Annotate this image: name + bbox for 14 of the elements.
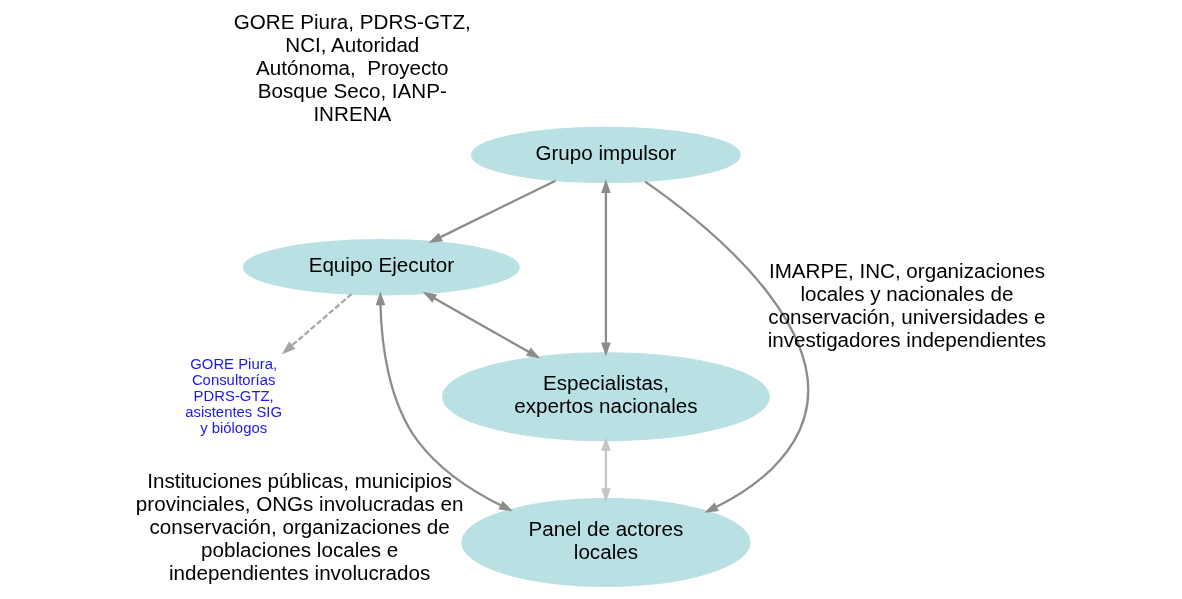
node-ellipse: Grupo impulsor (471, 126, 741, 184)
arrow (428, 179, 557, 244)
arrow (644, 180, 810, 513)
arrow (281, 293, 353, 355)
arrow (375, 291, 513, 512)
arrow (601, 437, 611, 503)
arrow (601, 179, 611, 357)
node-text: GORE Piura, Consultorías PDRS-GTZ, asistentes SIG y biólogos (185, 355, 283, 436)
node-ellipse: Especialistas, expertos nacionales (441, 352, 770, 442)
node-label: Instituciones públicas, municipios provinciales, ONGs involucradas en conservación, organizaciones de poblaciones locales e independientes involucrados (135, 469, 464, 584)
node-label: GORE Piura, PDRS-GTZ, NCI, Autoridad Autónoma, Proyecto Bosque Seco, IANP-INRENA (233, 10, 471, 125)
node-label: IMARPE, INC, organizaciones locales y nacionales de conservación, universidades e investigadores independientes (767, 258, 1047, 351)
arrow (422, 291, 541, 359)
node-ellipse: Equipo Ejecutor (242, 239, 520, 296)
